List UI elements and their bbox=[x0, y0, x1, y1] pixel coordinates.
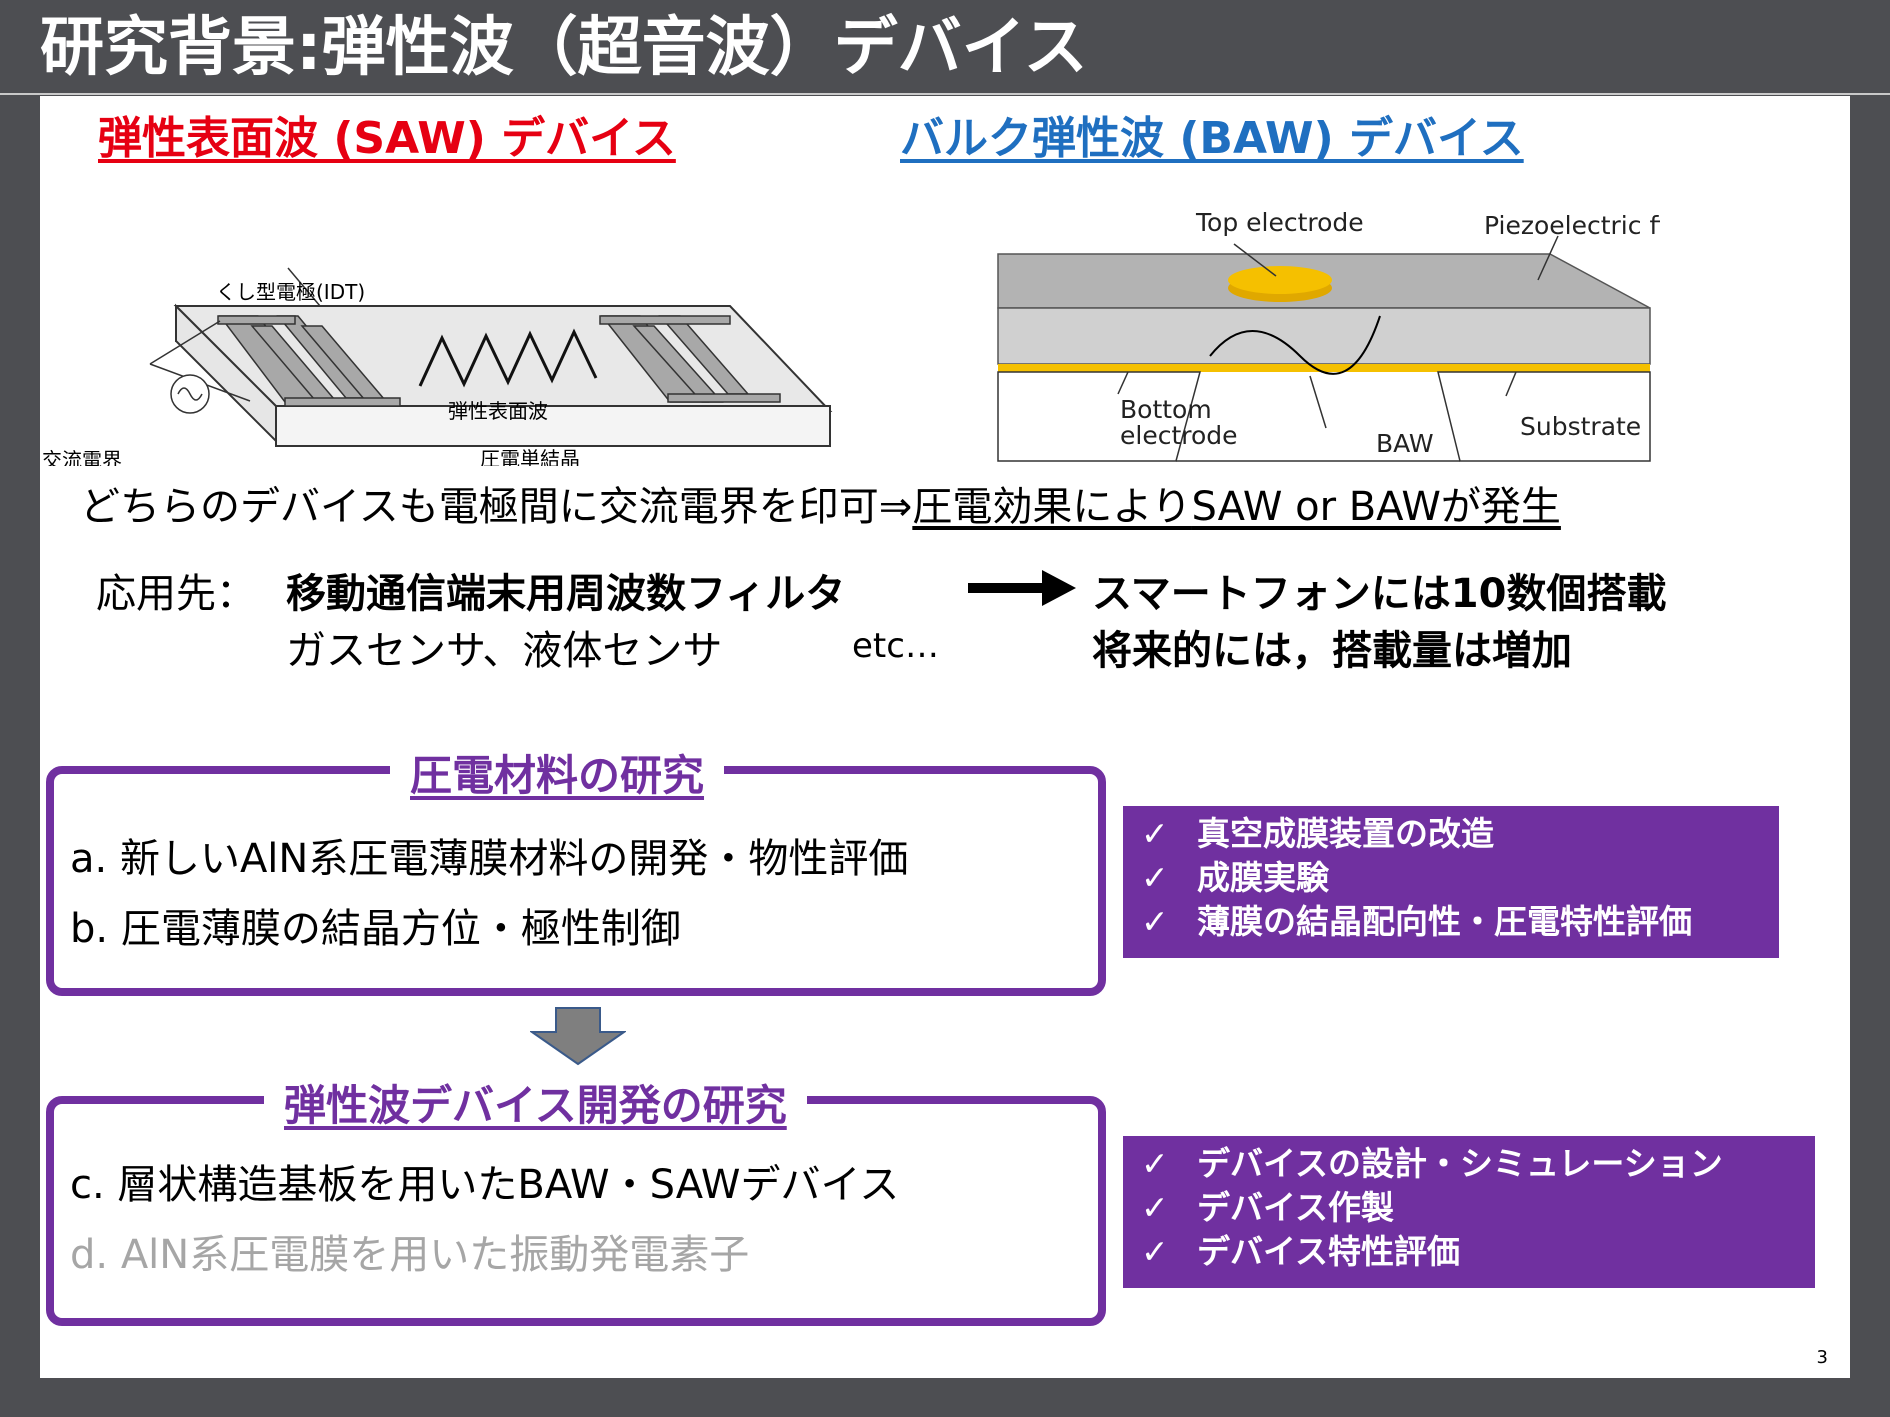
baw-substrate-label: Substrate bbox=[1520, 412, 1641, 441]
bottom-electrode-label-2: electrode bbox=[1120, 421, 1238, 450]
substrate-label: 圧電単結晶 bbox=[480, 447, 580, 466]
baw-heading: バルク弾性波 (BAW) デバイス bbox=[900, 113, 1524, 164]
principle-part1: どちらのデバイスも電極間に交流電界を印可⇒ bbox=[80, 484, 913, 530]
baw-label: BAW bbox=[1376, 429, 1434, 458]
principle-part3: SAW or BAWが発生 bbox=[1191, 484, 1561, 530]
right-arrow-icon bbox=[968, 570, 1076, 606]
task-label: 成膜実験 bbox=[1197, 858, 1329, 897]
ac-field-label: 交流電界 bbox=[42, 448, 122, 466]
surface-wave-label: 弾性表面波 bbox=[448, 399, 548, 423]
task-row: ✓ デバイス作製 bbox=[1141, 1186, 1815, 1230]
saw-heading: 弾性表面波 (SAW) デバイス bbox=[98, 113, 676, 164]
down-arrow-icon bbox=[530, 1007, 626, 1066]
research-item-d: d. AlN系圧電膜を用いた振動発電素子 bbox=[70, 1232, 750, 1278]
research-item-b: b. 圧電薄膜の結晶方位・極性制御 bbox=[70, 906, 681, 952]
saw-diagram: くし型電極(IDT) 交流電界 弾性表面波 圧電単結晶 bbox=[42, 267, 833, 466]
check-icon: ✓ bbox=[1141, 814, 1169, 853]
applications-label: 応用先： bbox=[96, 571, 256, 617]
smartphone-note-1: スマートフォンには10数個搭載 bbox=[1092, 571, 1667, 617]
task-row: ✓ 成膜実験 bbox=[1141, 856, 1779, 900]
slide-body: 弾性表面波 (SAW) デバイス バルク弾性波 (BAW) デバイス くし型電極… bbox=[40, 96, 1850, 1378]
check-icon: ✓ bbox=[1141, 1188, 1169, 1227]
task-row: ✓ デバイスの設計・シミュレーション bbox=[1141, 1142, 1815, 1186]
tasks-box-2: ✓ デバイスの設計・シミュレーション ✓ デバイス作製 ✓ デバイス特性評価 bbox=[1123, 1136, 1815, 1288]
baw-diagram: Top electrode Piezoelectric film Bottom … bbox=[997, 208, 1660, 462]
applications-etc: etc… bbox=[852, 626, 939, 666]
check-icon: ✓ bbox=[1141, 1232, 1169, 1271]
piezo-film-label: Piezoelectric film bbox=[1484, 211, 1660, 240]
tasks-box-1: ✓ 真空成膜装置の改造 ✓ 成膜実験 ✓ 薄膜の結晶配向性・圧電特性評価 bbox=[1123, 806, 1779, 958]
applications-main: 移動通信端末用周波数フィルタ bbox=[286, 571, 846, 617]
bottom-electrode-label-1: Bottom bbox=[1120, 395, 1212, 424]
principle-sentence: どちらのデバイスも電極間に交流電界を印可⇒圧電効果によりSAW or BAWが発… bbox=[80, 474, 1561, 532]
task-label: デバイス作製 bbox=[1197, 1188, 1395, 1227]
task-label: デバイス特性評価 bbox=[1197, 1232, 1461, 1271]
idt-label: くし型電極(IDT) bbox=[216, 280, 365, 304]
wave-device-research-title: 弾性波デバイス開発の研究 bbox=[264, 1072, 807, 1133]
title-divider bbox=[0, 93, 1890, 95]
applications-sub: ガスセンサ、液体センサ bbox=[286, 628, 723, 674]
task-row: ✓ 真空成膜装置の改造 bbox=[1141, 812, 1779, 856]
task-label: 真空成膜装置の改造 bbox=[1197, 814, 1494, 853]
piezo-material-research-title: 圧電材料の研究 bbox=[390, 742, 725, 803]
research-item-c: c. 層状構造基板を用いたBAW・SAWデバイス bbox=[70, 1162, 900, 1208]
task-row: ✓ 薄膜の結晶配向性・圧電特性評価 bbox=[1141, 900, 1779, 944]
page-number: 3 bbox=[1816, 1347, 1828, 1368]
check-icon: ✓ bbox=[1141, 858, 1169, 897]
research-item-a: a. 新しいAlN系圧電薄膜材料の開発・物性評価 bbox=[70, 836, 909, 882]
task-label: 薄膜の結晶配向性・圧電特性評価 bbox=[1197, 902, 1692, 941]
check-icon: ✓ bbox=[1141, 1144, 1169, 1183]
smartphone-note-2: 将来的には，搭載量は増加 bbox=[1092, 628, 1572, 674]
slide-title: 研究背景:弾性波（超音波）デバイス bbox=[40, 11, 1088, 85]
task-row: ✓ デバイス特性評価 bbox=[1141, 1230, 1815, 1274]
check-icon: ✓ bbox=[1141, 902, 1169, 941]
top-electrode-label: Top electrode bbox=[1195, 208, 1364, 237]
principle-part2: 圧電効果により bbox=[912, 484, 1192, 530]
task-label: デバイスの設計・シミュレーション bbox=[1197, 1144, 1723, 1183]
